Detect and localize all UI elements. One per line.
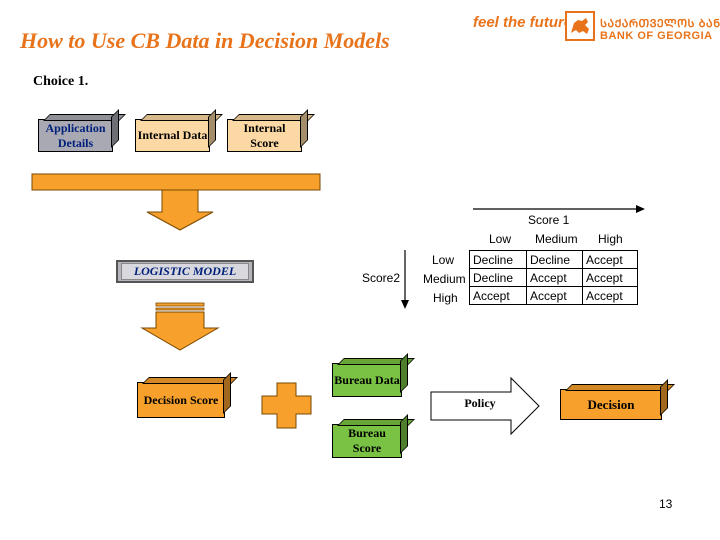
logistic-model-box: LOGISTIC MODEL: [116, 260, 254, 283]
matrix-cell: Decline: [469, 268, 527, 287]
down-arrow-1: [146, 189, 214, 231]
matrix-cell: Decline: [469, 250, 527, 269]
internal-score-box: Internal Score: [227, 119, 302, 152]
matrix-cell: Accept: [526, 286, 583, 305]
decision-score-box: Decision Score: [137, 382, 225, 418]
matrix-cell: Accept: [582, 250, 638, 269]
bureau-data-box: Bureau Data: [332, 363, 402, 397]
plus-icon: [261, 382, 312, 429]
score1-axis-label: Score 1: [528, 213, 570, 227]
bureau-score-box: Bureau Score: [332, 424, 402, 458]
lion-emblem-icon: [565, 11, 595, 41]
matrix-cell: Decline: [526, 250, 583, 269]
row-header-medium: Medium: [423, 272, 466, 286]
decision-box: Decision: [560, 389, 662, 420]
col-header-low: Low: [489, 232, 512, 246]
page-number: 13: [659, 497, 673, 511]
choice-label: Choice 1.: [33, 74, 89, 89]
matrix-row: Decline Accept Accept: [469, 268, 638, 287]
matrix-cell: Accept: [582, 286, 638, 305]
matrix-cell: Accept: [582, 268, 638, 287]
matrix-row: Accept Accept Accept: [469, 286, 638, 305]
bank-name: BANK OF GEORGIA: [600, 30, 713, 42]
slogan: feel the future: [473, 14, 573, 31]
combine-bar: [31, 173, 321, 191]
col-header-high: High: [598, 232, 623, 246]
matrix-cell: Accept: [526, 268, 583, 287]
internal-data-box: Internal Data: [135, 119, 210, 152]
policy-arrow: [430, 376, 540, 436]
page-title: How to Use CB Data in Decision Models: [20, 28, 390, 53]
down-arrow-2: [140, 302, 220, 351]
policy-label: Policy: [464, 396, 496, 410]
matrix-cell: Accept: [469, 286, 527, 305]
col-header-medium: Medium: [535, 232, 578, 246]
bank-name-georgian: ᲡᲐᲥᲐᲠᲗᲕᲔᲚᲝᲡ ᲑᲐᲜᲙᲘ: [600, 18, 720, 30]
row-header-high: High: [433, 291, 458, 305]
decision-matrix: Decline Decline Accept Decline Accept Ac…: [469, 250, 638, 305]
score2-axis-label: Score2: [362, 271, 401, 285]
row-header-low: Low: [432, 253, 455, 267]
matrix-row: Decline Decline Accept: [469, 250, 638, 269]
bank-logo: [565, 11, 595, 41]
logistic-model-label: LOGISTIC MODEL: [121, 263, 249, 280]
application-details-box: Application Details: [38, 119, 113, 152]
